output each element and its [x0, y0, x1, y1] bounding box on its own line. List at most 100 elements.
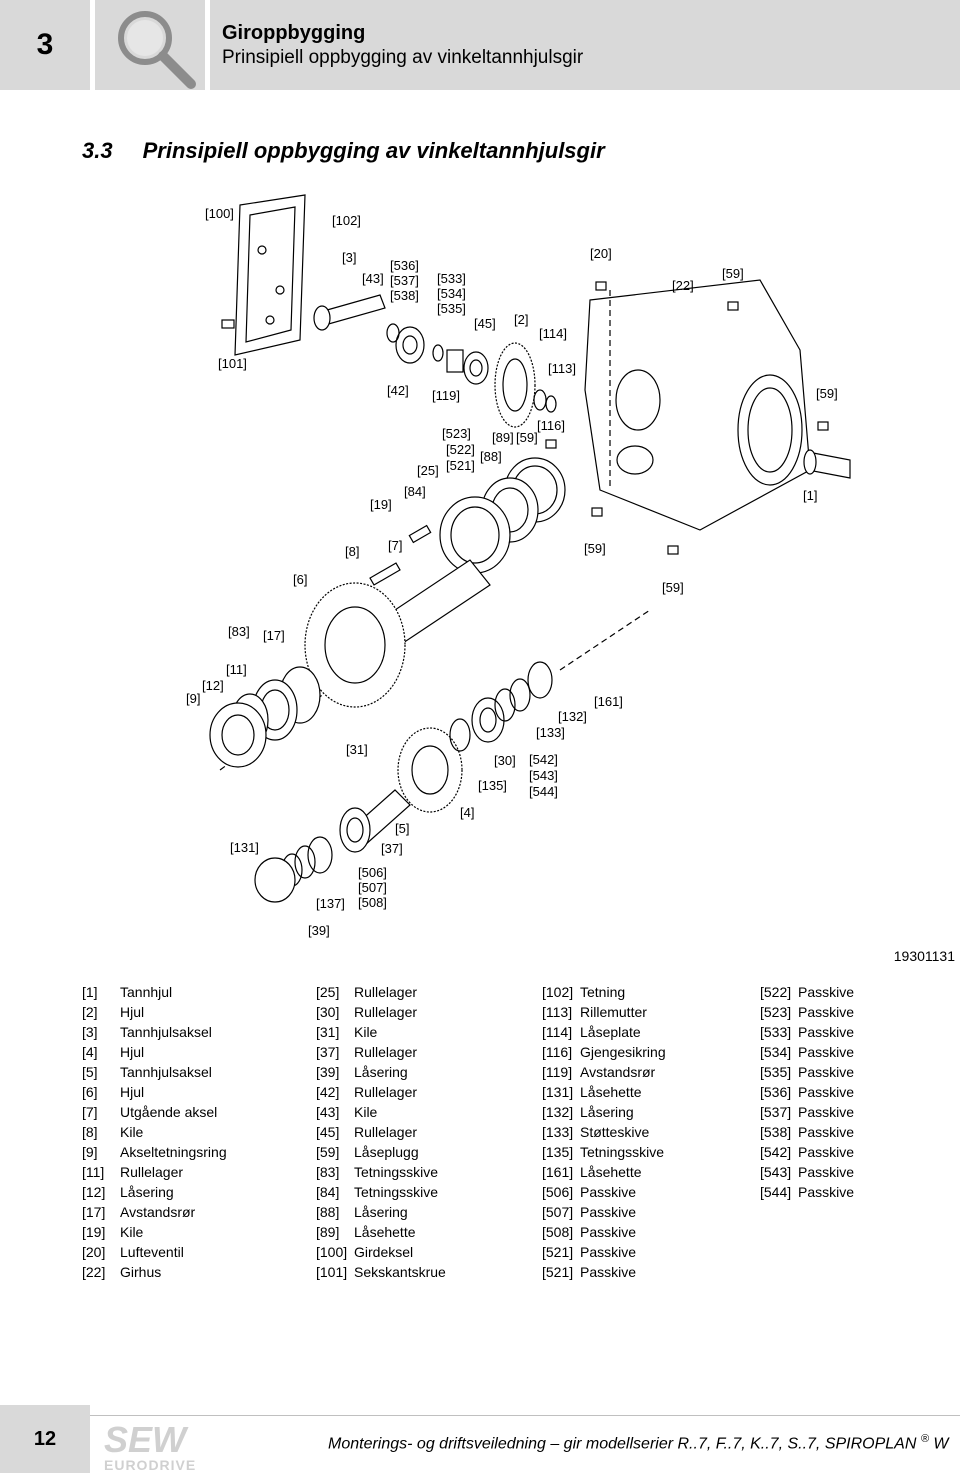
legend-ref: [535] [760, 1064, 792, 1080]
callout-label: [2] [514, 312, 528, 327]
legend-text: Låsehette [580, 1164, 642, 1180]
legend-text: Passkive [580, 1224, 637, 1240]
legend-row: [542] Passkive [760, 1142, 854, 1162]
legend-row: [8]Kile [82, 1122, 227, 1142]
legend-text: Låsering [354, 1204, 408, 1220]
legend-row: [2]Hjul [82, 1002, 227, 1022]
callout-label: [42] [387, 383, 409, 398]
legend-row: [133]Støtteskive [542, 1122, 666, 1142]
callout-label: [522] [446, 442, 475, 457]
callout-label: [523] [442, 426, 471, 441]
legend-row: [521]Passkive [542, 1242, 666, 1262]
callout-label: [542] [529, 752, 558, 767]
legend-ref: [1] [82, 984, 98, 1000]
footer-text: Monterings- og driftsveiledning – gir mo… [328, 1433, 949, 1453]
legend-ref: [2] [82, 1004, 98, 1020]
legend-ref: [101] [316, 1264, 348, 1280]
legend-row: [25]Rullelager [316, 982, 446, 1002]
callout-label: [17] [263, 628, 285, 643]
callout-label: [19] [370, 497, 392, 512]
callout-label: [543] [529, 768, 558, 783]
callout-label: [9] [186, 691, 200, 706]
callout-label: [59] [516, 430, 538, 445]
legend-ref: [100] [316, 1244, 348, 1260]
legend-ref: [12] [82, 1184, 106, 1200]
legend-ref: [20] [82, 1244, 106, 1260]
legend-row: [100]Girdeksel [316, 1242, 446, 1262]
chapter-number: 3 [36, 28, 54, 61]
legend-ref: [542] [760, 1144, 792, 1160]
legend-row: [101]Sekskantskrue [316, 1262, 446, 1282]
legend-row: [7]Utgående aksel [82, 1102, 227, 1122]
legend-text: Passkive [798, 1144, 855, 1160]
callout-label: [508] [358, 895, 387, 910]
section-number: 3.3 [82, 138, 113, 163]
legend-row: [88]Låsering [316, 1202, 446, 1222]
header-title: Giroppbygging [222, 22, 366, 44]
legend-ref: [544] [760, 1184, 792, 1200]
callout-label: [89] [492, 430, 514, 445]
footer-doc-title: Monterings- og driftsveiledning – gir mo… [328, 1435, 917, 1453]
legend-ref: [4] [82, 1044, 98, 1060]
callout-label: [535] [437, 301, 466, 316]
legend-column-3: [102]Tetning[113]Rillemutter[114]Låsepla… [542, 982, 666, 1282]
legend-row: [131]Låsehette [542, 1082, 666, 1102]
legend-text: Låsering [354, 1064, 408, 1080]
legend-text: Passkive [798, 1044, 855, 1060]
callout-label: [544] [529, 784, 558, 799]
legend-text: Girhus [120, 1264, 162, 1280]
legend-text: Tannhjulsaksel [120, 1064, 212, 1080]
legend-text: Rullelager [354, 1124, 418, 1140]
legend-column-4: [522]Passkive[523]Passkive[533]Passkive[… [760, 982, 854, 1202]
legend-row: [3]Tannhjulsaksel [82, 1022, 227, 1042]
callout-label: [11] [226, 662, 247, 677]
legend-row: [544]Passkive [760, 1182, 854, 1202]
legend-ref: [534] [760, 1044, 792, 1060]
legend-ref: [135] [542, 1144, 574, 1160]
legend-text: Passkive [798, 1024, 855, 1040]
legend-text: Passkive [798, 1104, 855, 1120]
callout-label: [132] [558, 709, 587, 724]
legend-text: Kile [354, 1104, 378, 1120]
callout-label: [538] [390, 288, 419, 303]
legend-ref: [19] [82, 1224, 106, 1240]
legend-row: [89]Låsehette [316, 1222, 446, 1242]
legend-row: [9]Akseltetningsring [82, 1142, 227, 1162]
footer-doc-tail: W [928, 1435, 949, 1453]
callout-label: [1] [803, 488, 817, 503]
callout-label: [137] [316, 896, 345, 911]
legend-text: Passkive [798, 1084, 855, 1100]
callout-label: [37] [381, 841, 403, 856]
legend-text: Utgående aksel [120, 1104, 218, 1120]
legend-row: [6]Hjul [82, 1082, 227, 1102]
legend-text: Låsehette [580, 1084, 642, 1100]
callout-label: [113] [548, 361, 576, 376]
callout-label: [59] [816, 386, 838, 401]
legend-row: [84]Tetningsskive [316, 1182, 446, 1202]
legend-row: [37]Rullelager [316, 1042, 446, 1062]
callout-label: [521] [446, 458, 475, 473]
callout-label: [131] [230, 840, 259, 855]
legend-text: Hjul [120, 1084, 145, 1100]
legend-text: Kile [354, 1024, 378, 1040]
callout-label: [534] [437, 286, 466, 301]
legend-ref: [17] [82, 1204, 106, 1220]
legend-ref: [5] [82, 1064, 98, 1080]
callout-label: [59] [662, 580, 684, 595]
legend-row: [42]Rullelager [316, 1082, 446, 1102]
callout-label: [45] [474, 316, 496, 331]
callout-label: [39] [308, 923, 330, 938]
legend-text: Tannhjulsaksel [120, 1024, 212, 1040]
legend-ref: [114] [542, 1024, 573, 1040]
legend-text: Hjul [120, 1044, 145, 1060]
callout-label: [537] [390, 273, 419, 288]
legend-ref: [11] [82, 1164, 105, 1180]
callout-label: [533] [437, 271, 466, 286]
legend-row: [83]Tetningsskive [316, 1162, 446, 1182]
legend-ref: [521] [542, 1244, 574, 1260]
legend-ref: [523] [760, 1004, 792, 1020]
callout-label: [59] [584, 541, 606, 556]
legend-text: Støtteskive [580, 1124, 650, 1140]
callout-label: [6] [293, 572, 307, 587]
